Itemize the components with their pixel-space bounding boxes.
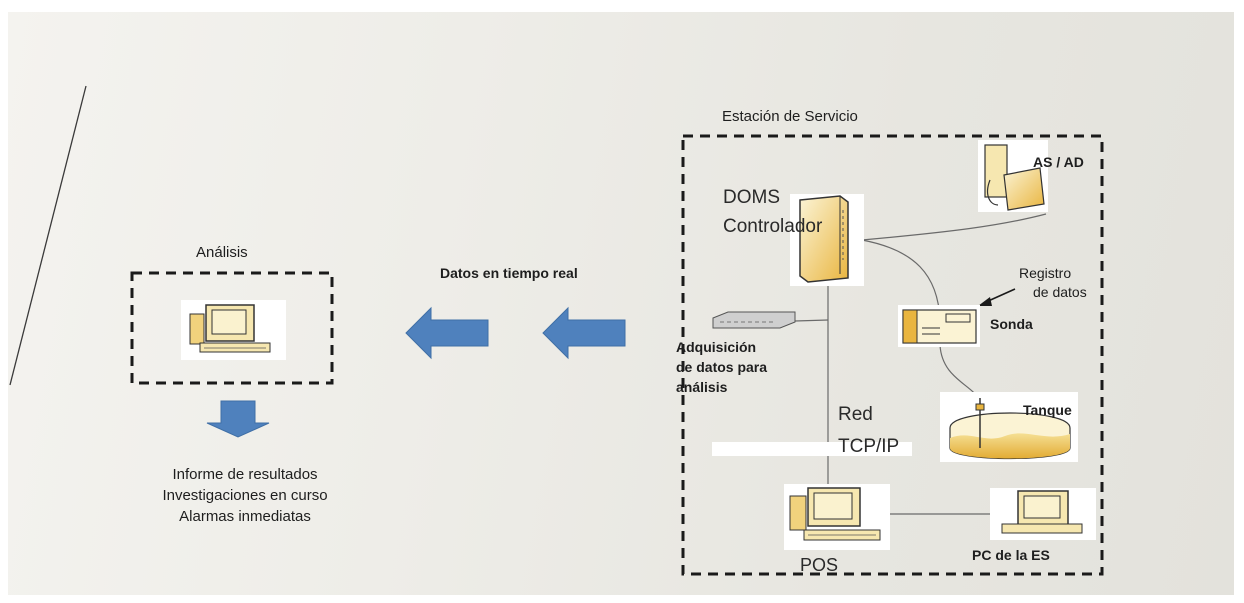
network-segment-bar <box>712 442 912 456</box>
acquisition-label-line1: Adquisición <box>676 339 757 355</box>
acquisition-label-line2: de datos para <box>676 359 768 375</box>
network-label-line2: TCP/IP <box>838 436 900 457</box>
station-title: Estación de Servicio <box>722 108 858 125</box>
datalog-label-line2: de datos <box>1033 284 1087 300</box>
flow-arrow-right <box>542 306 626 360</box>
decorative-diagonal-line <box>9 85 87 386</box>
results-list: Informe de resultados Investigaciones en… <box>100 464 390 527</box>
acquisition-device-icon <box>712 311 796 329</box>
results-item: Alarmas inmediatas <box>179 508 311 525</box>
pos-computer-icon <box>784 484 890 550</box>
acquisition-to-controller-line <box>794 319 829 322</box>
tank-icon <box>940 392 1078 462</box>
results-down-arrow <box>206 400 270 438</box>
station-boundary <box>681 134 1104 576</box>
datalog-label-line1: Registro <box>1019 265 1072 281</box>
analysis-title: Análisis <box>196 244 248 261</box>
acquisition-label-line3: análisis <box>676 379 728 395</box>
controller-to-dispenser-line <box>861 213 1047 241</box>
probe-label: Sonda <box>990 316 1033 332</box>
station-pc-label: PC de la ES <box>972 547 1050 563</box>
probe-device-icon <box>898 305 980 347</box>
analysis-boundary <box>130 271 334 385</box>
station-pc-icon <box>990 488 1096 540</box>
flow-arrow-left <box>405 306 489 360</box>
pos-label: POS <box>800 555 839 575</box>
results-item: Informe de resultados <box>172 466 318 483</box>
datalog-arrow <box>978 288 1016 306</box>
tank-label: Tanque <box>1023 402 1072 418</box>
realtime-label: Datos en tiempo real <box>440 265 578 281</box>
controller-device-icon <box>790 194 864 286</box>
analysis-computer-icon <box>181 300 286 360</box>
results-item: Investigaciones en curso <box>162 487 328 504</box>
controller-label-line1: DOMS <box>723 187 780 208</box>
controller-label-line2: Controlador <box>723 216 823 237</box>
dispenser-label: AS / AD <box>1033 154 1084 170</box>
dispenser-icon <box>978 140 1048 212</box>
network-label-line1: Red <box>838 404 873 425</box>
